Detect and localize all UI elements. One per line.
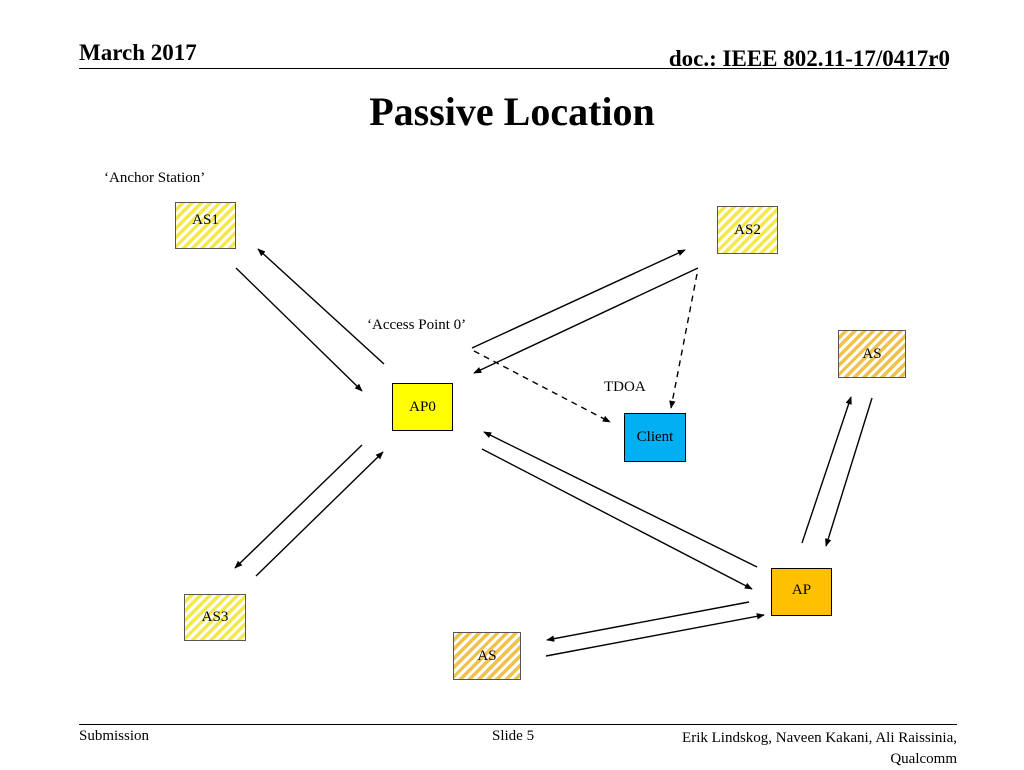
node-as-right: AS <box>838 330 906 378</box>
header-divider <box>79 68 947 69</box>
footer-authors-line2: Qualcomm <box>890 751 957 767</box>
node-as3: AS3 <box>184 594 246 641</box>
footer-slide-number: Slide 5 <box>492 728 535 744</box>
node-ap0: AP0 <box>392 383 453 431</box>
node-as1-label: AS1 <box>192 212 219 228</box>
access-point-label: ‘Access Point 0’ <box>367 317 467 333</box>
tdoa-label: TDOA <box>604 379 646 395</box>
node-ap: AP <box>771 568 832 616</box>
arrow-as2-to-ap0 <box>473 267 699 374</box>
footer-submission: Submission <box>79 728 150 744</box>
arrow-ap0-to-as3 <box>234 444 363 569</box>
arrow-as-bottom-to-ap <box>545 613 765 657</box>
footer-authors-line1: Erik Lindskog, Naveen Kakani, Ali Raissi… <box>682 730 957 746</box>
node-client-label: Client <box>636 429 674 445</box>
arrow-ap-to-ap0 <box>483 431 758 568</box>
node-as2-label: AS2 <box>734 221 761 238</box>
arrow-as-right-to-ap <box>825 397 873 547</box>
arrow-ap-to-as-bottom <box>546 601 750 642</box>
arrow-ap-to-as-right <box>801 396 852 544</box>
node-as1: AS1 <box>175 202 236 249</box>
arrow-ap0-to-as1 <box>257 248 385 365</box>
header-doc-id: doc.: IEEE 802.11-17/0417r0 <box>668 46 950 71</box>
node-as2: AS2 <box>717 206 778 254</box>
node-as-right-label: AS <box>862 345 882 362</box>
dashed-arrow-as2-to-client <box>669 273 698 409</box>
node-as-bottom: AS <box>453 632 521 680</box>
dashed-arrow-ap0-to-client <box>473 350 611 423</box>
node-ap-label: AP <box>791 581 812 598</box>
slide-title: Passive Location <box>369 89 655 134</box>
node-client: Client <box>624 413 686 462</box>
header-date: March 2017 <box>79 40 197 65</box>
arrow-ap0-to-ap <box>481 448 753 590</box>
footer-divider <box>79 724 957 725</box>
node-ap0-label: AP0 <box>409 398 436 415</box>
arrow-ap0-to-as2 <box>471 249 686 349</box>
arrow-as1-to-ap0 <box>235 267 363 392</box>
footer-authors: Erik Lindskog, Naveen Kakani, Ali Raissi… <box>682 728 957 770</box>
node-as3-label: AS3 <box>201 609 229 625</box>
arrow-as3-to-ap0 <box>255 451 384 577</box>
node-as-bottom-label: AS <box>477 647 497 664</box>
anchor-station-label: ‘Anchor Station’ <box>104 170 206 186</box>
